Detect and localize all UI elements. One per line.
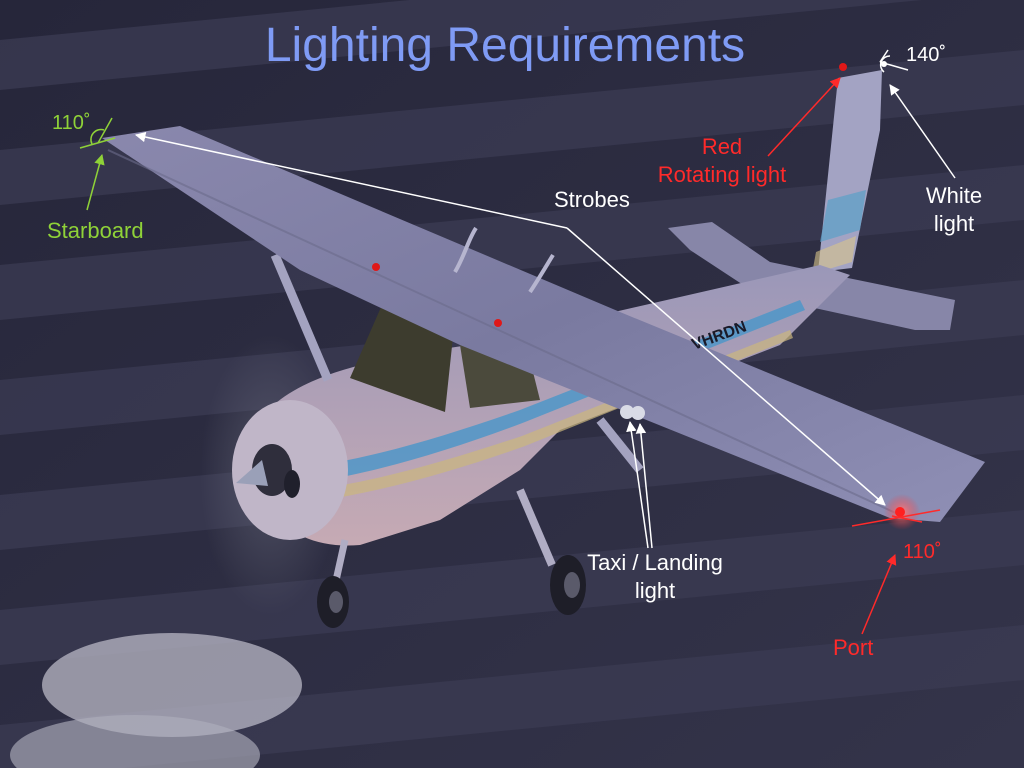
starboard-angle-marker [79, 117, 116, 149]
port-label: Port [833, 635, 874, 660]
slide-title: Lighting Requirements [264, 19, 746, 72]
red-rotating-light [839, 63, 847, 71]
strobes-pointer [566, 227, 886, 506]
starboard-angle-label: 110˚ [52, 112, 91, 134]
nose-intake [284, 470, 300, 498]
starboard-label: Starboard [47, 218, 144, 243]
wing-top-light [372, 263, 380, 271]
strobes-pointer [134, 131, 568, 229]
wing-edge [107, 149, 901, 516]
antenna [528, 253, 555, 294]
red-rotating-arrow [767, 77, 841, 157]
antenna [453, 226, 478, 274]
white-light-label: White light [925, 183, 983, 236]
port-nav-light [895, 507, 905, 517]
taxi-landing-light [631, 406, 645, 420]
port-arrow [861, 554, 897, 635]
taxi-landing-light [620, 405, 634, 419]
taxi-landing-light-label: Taxi / Landing light [587, 550, 723, 603]
main-wing [102, 126, 985, 522]
nose-wheel-hub [329, 591, 343, 613]
white-light-arrow [889, 84, 956, 179]
white-light-angle-label: 140˚ [906, 44, 947, 66]
wing-top-light [494, 319, 502, 327]
port-angle-label: 110˚ [903, 541, 942, 563]
taxi-landing-arrow [626, 420, 649, 549]
white-light-angle-marker [879, 49, 909, 73]
port-angle-marker [851, 509, 941, 527]
landing-gear-strut [516, 488, 556, 567]
red-rotating-light-label: Red Rotating light [657, 134, 787, 187]
tail-stripe [820, 190, 866, 242]
starboard-arrow [86, 153, 105, 211]
strobes-label: Strobes [554, 187, 630, 212]
spinner [236, 460, 268, 486]
tail-stripe [812, 236, 856, 274]
wing-strut [596, 417, 644, 473]
wing-strut [270, 253, 333, 382]
light-pool [10, 715, 260, 768]
light-pool [42, 633, 302, 737]
taxi-landing-arrow [635, 422, 653, 549]
main-wheel-hub [564, 572, 580, 598]
